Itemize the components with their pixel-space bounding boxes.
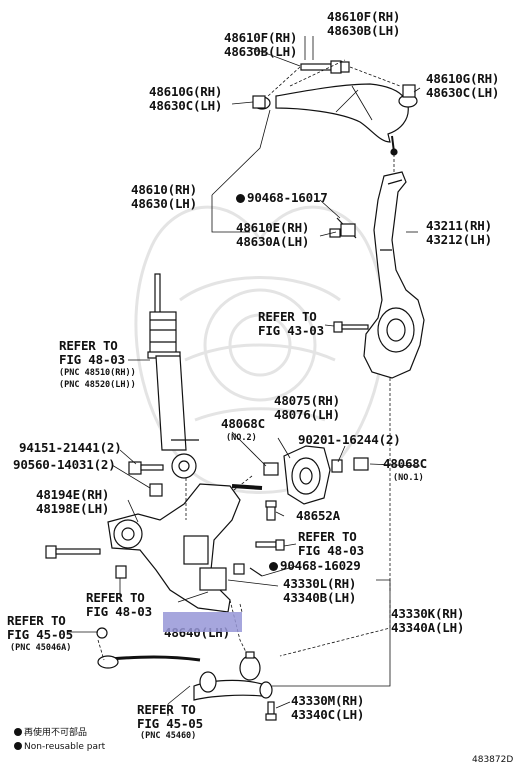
bolt-48652a [265,500,277,521]
label-nut-90560-14031: 90560-14031(2) [13,457,116,472]
non-reusable-dot-icon [14,742,22,750]
bushing-48068c-no2 [263,462,279,476]
bolt-90201 [331,459,343,473]
label-bracket-48075: 48075(RH)48076(LH) [274,393,340,422]
label-no2: (NO.2) [226,433,257,443]
label-bushing-48068c-no1: 48068C [383,456,427,471]
lower-arm-bolt [45,545,101,559]
lower-arm-nut [115,565,127,579]
ball-joint-bolt [265,701,277,721]
ball-joint-nut-upper [340,223,356,237]
label-pnc-45460: (PNC 45460) [140,731,197,741]
label-pnc-shock: (PNC 48510(RH))(PNC 48520(LH)) [59,368,136,390]
label-bushing-48068c-no2: 48068C [221,416,265,431]
label-upper-bolt: 48610F(RH)48630B(LH) [327,9,401,38]
lower-arm-bracket [283,445,331,505]
highlight-box [163,612,242,632]
shock-bolt-94151 [128,461,164,475]
label-cotter-pin-90468-16029: 90468-16029 [269,559,361,573]
leader-lines [68,36,421,709]
figure-id: 483872D [472,755,514,765]
lower-arm-side-bolt [255,539,285,551]
label-upper-nut-left: 48610G(RH)48630C(LH) [149,84,223,113]
label-bolt-94151-21441: 94151-21441(2) [19,440,122,455]
label-ball-joint-nut: 48610E(RH)48630A(LH) [236,220,310,249]
label-upper-arm: 48610(RH)48630(LH) [131,182,197,211]
upper-arm-nut-left [252,95,266,109]
label-upper-arm-kit: 48610F(RH)48630B(LH) [224,30,298,59]
label-bolt-90201-16244: 90201-16244(2) [298,432,401,447]
bushing-48068c-no1 [353,457,369,471]
cotter-pin-lower [233,563,263,577]
legend-english: Non-reusable part [14,741,105,753]
shock-nut-90560 [149,483,163,497]
knuckle-bolt [333,321,369,333]
label-bolt-48652a: 48652A [296,508,340,523]
upper-arm-bolt [300,60,350,74]
non-reusable-dot-icon [236,194,245,203]
label-knuckle: 43211(RH)43212(LH) [426,218,492,247]
bracket-line-ball-joint [272,579,391,687]
label-pnc-45046a: (PNC 45046A) [10,643,72,653]
steering-knuckle [363,171,425,379]
label-ball-joint-bolt: 43330M(RH)43340C(LH) [291,693,365,722]
tie-rod-end [96,627,201,669]
label-lower-boot: 43330L(RH)43340B(LH) [283,576,357,605]
label-no1: (NO.1) [393,473,424,483]
label-ball-joint-43330k: 43330K(RH)43340A(LH) [391,606,465,635]
legend-japanese: 再使用不可部品 [14,727,87,739]
lower-control-arm [107,483,263,613]
label-upper-nut-right: 48610G(RH)48630C(LH) [426,71,500,100]
upper-control-arm [253,83,418,156]
non-reusable-dot-icon [269,562,278,571]
upper-arm-nut-right [402,84,416,98]
label-bushing-48194e: 48194E(RH)48198E(LH) [36,487,110,516]
lower-ball-joint [193,651,273,701]
label-cotter-pin-90468-16017: 90468-16017 [236,191,328,205]
non-reusable-dot-icon [14,728,22,736]
shock-absorber [147,273,199,479]
